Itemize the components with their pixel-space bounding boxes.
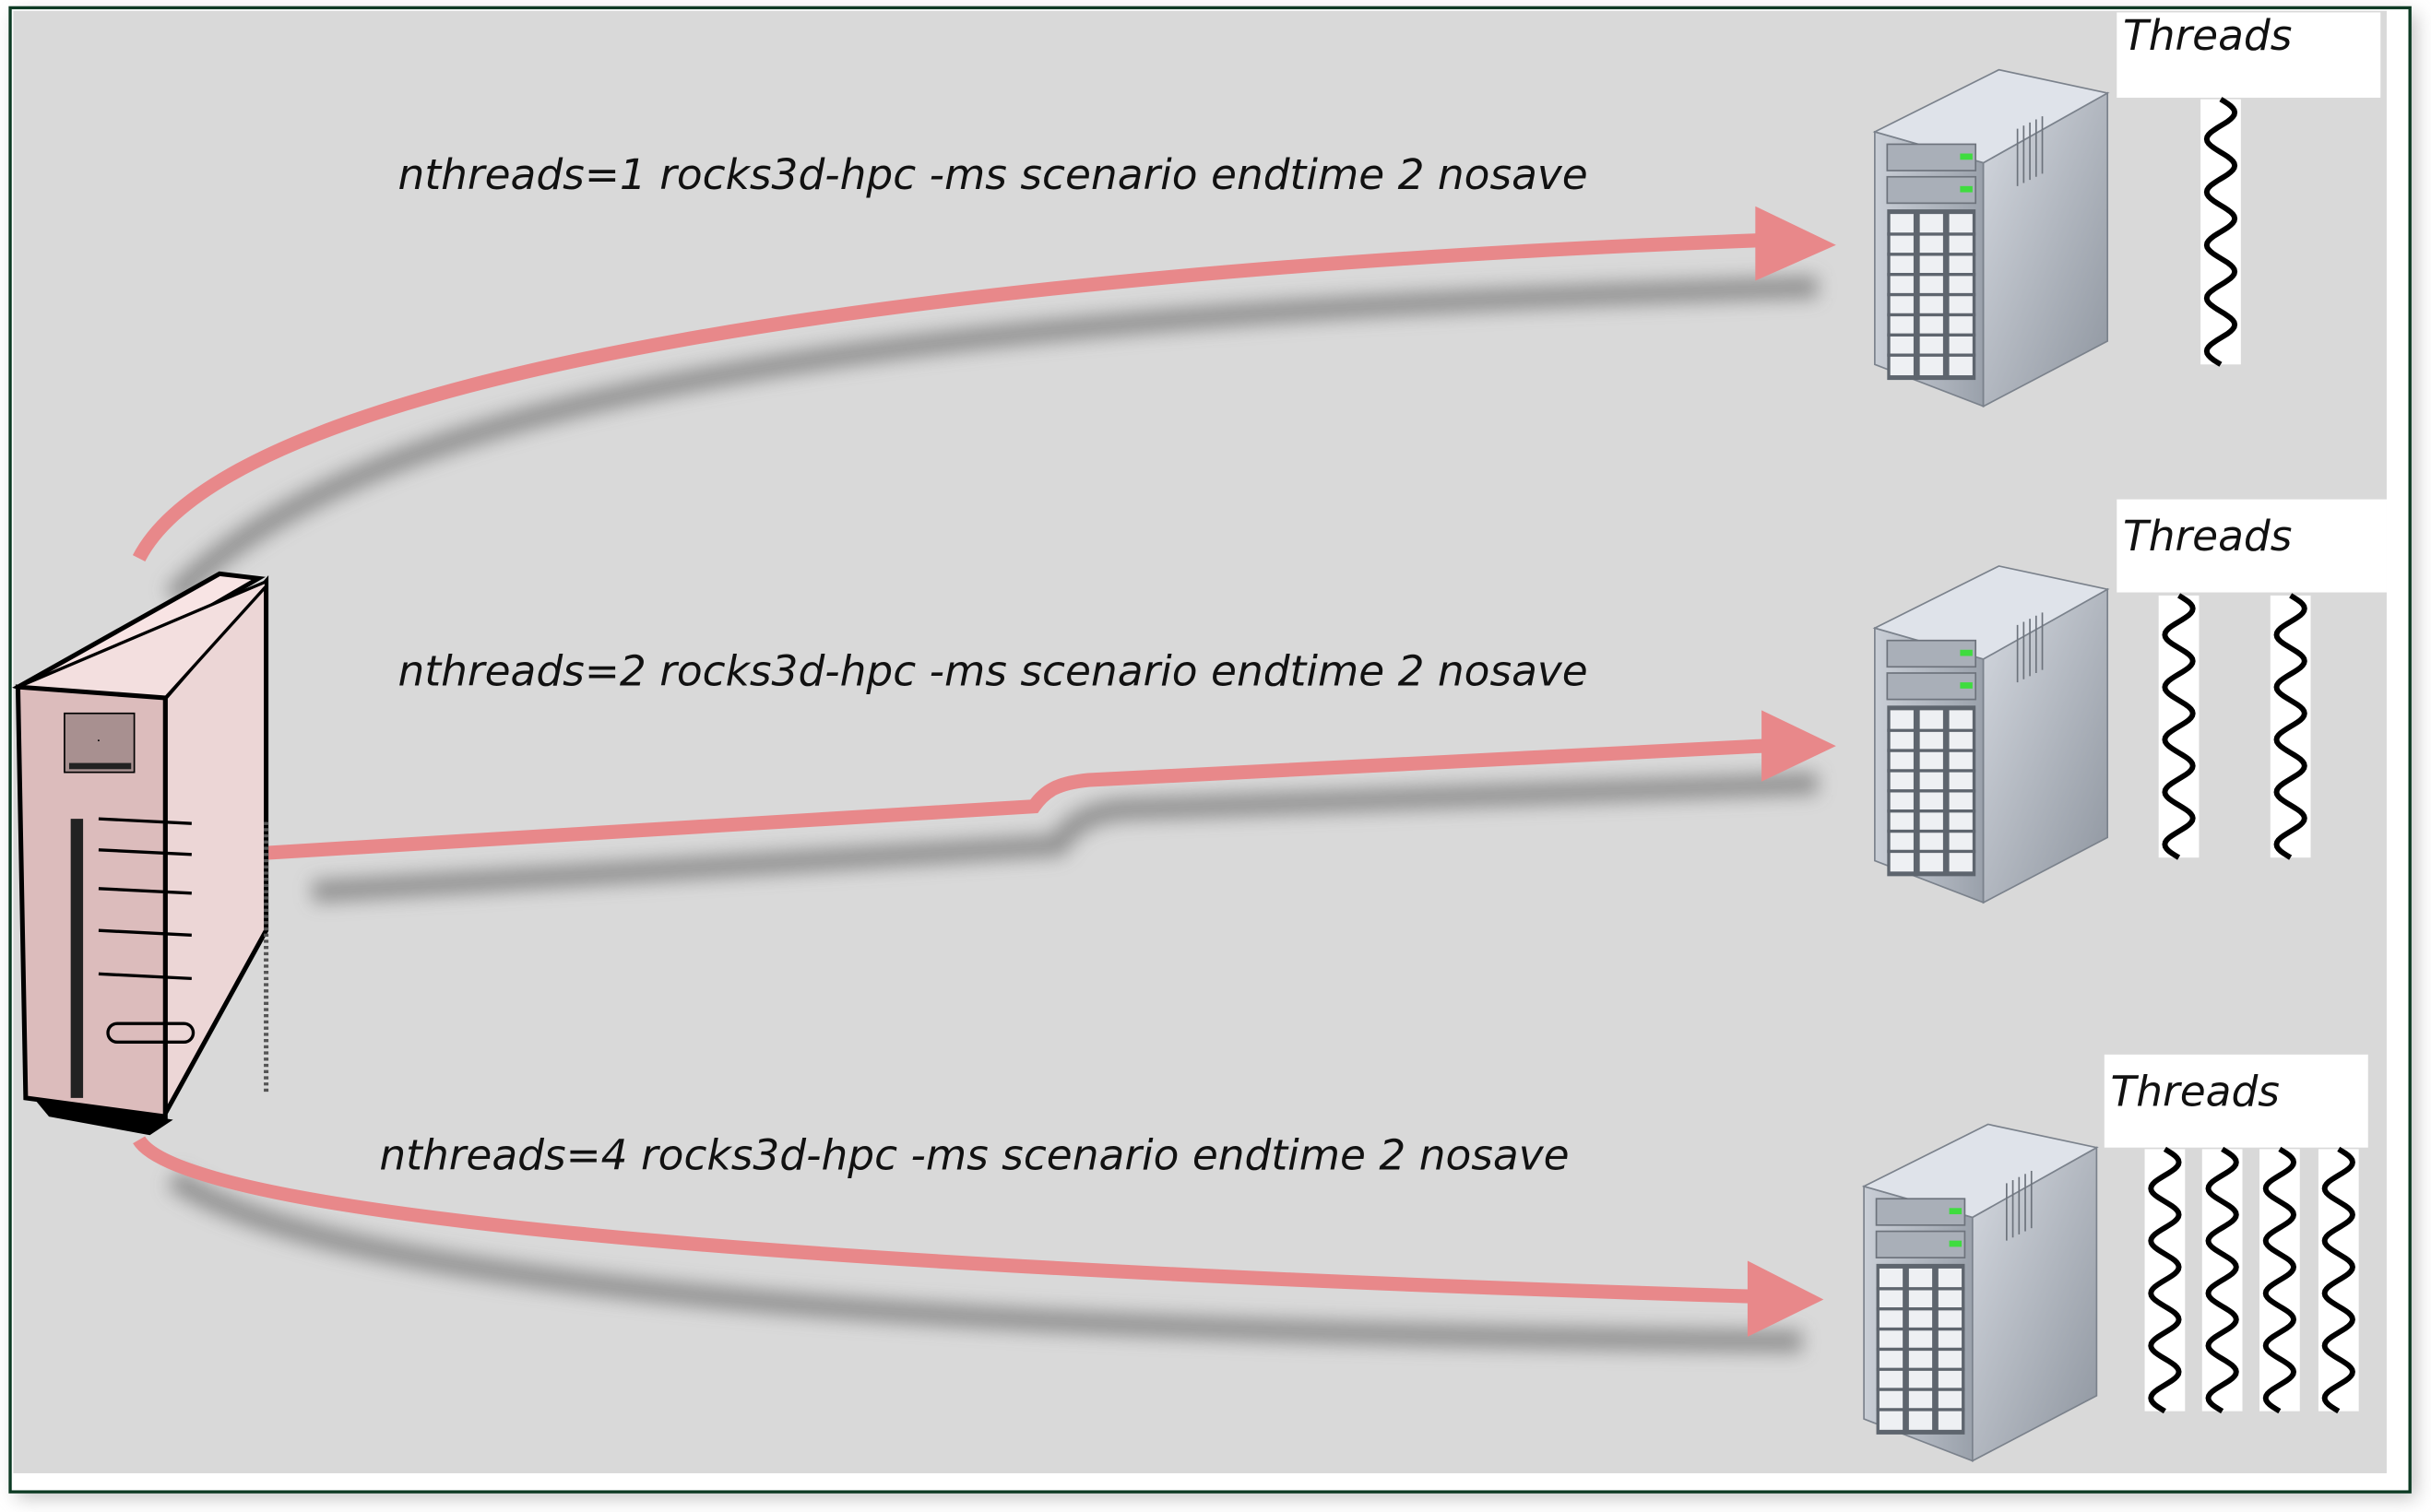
server-rack-icon-2 (1873, 564, 2109, 904)
threads-label-box-3 (2104, 1054, 2368, 1148)
command-label-run-3: nthreads=4 rocks3d-hpc -ms scenario endt… (379, 1130, 1569, 1179)
client-computer-icon (12, 571, 269, 1136)
command-label-run-1: nthreads=1 rocks3d-hpc -ms scenario endt… (398, 150, 1588, 199)
threads-label-box-2 (2117, 499, 2387, 593)
thread-wave-icon (2273, 593, 2307, 860)
arrow-shadows (165, 276, 1819, 1353)
arrow-head (1761, 710, 1836, 782)
arrow-run-2 (266, 710, 1836, 860)
command-label-run-2: nthreads=2 rocks3d-hpc -ms scenario endt… (398, 646, 1588, 695)
threads-label-1: Threads (2123, 11, 2292, 60)
thread-wave-icon (2205, 1146, 2239, 1414)
thread-wave-icon (2203, 97, 2238, 367)
server-rack-icon-1 (1873, 68, 2109, 408)
thread-wave-icon (2262, 1146, 2297, 1414)
arrow-head (1755, 206, 1836, 281)
threads-label-3: Threads (2111, 1067, 2280, 1116)
thread-wave-icon (2321, 1146, 2355, 1414)
arrow-run-3 (133, 1135, 1824, 1337)
thread-wave-icon (2148, 1146, 2182, 1414)
threads-label-2: Threads (2123, 512, 2292, 561)
arrow-run-1 (132, 206, 1836, 562)
server-rack-icon-3 (1862, 1122, 2099, 1463)
threads-label-box-1 (2117, 12, 2381, 98)
arrow-head (1747, 1260, 1824, 1337)
thread-wave-icon (2162, 593, 2196, 860)
